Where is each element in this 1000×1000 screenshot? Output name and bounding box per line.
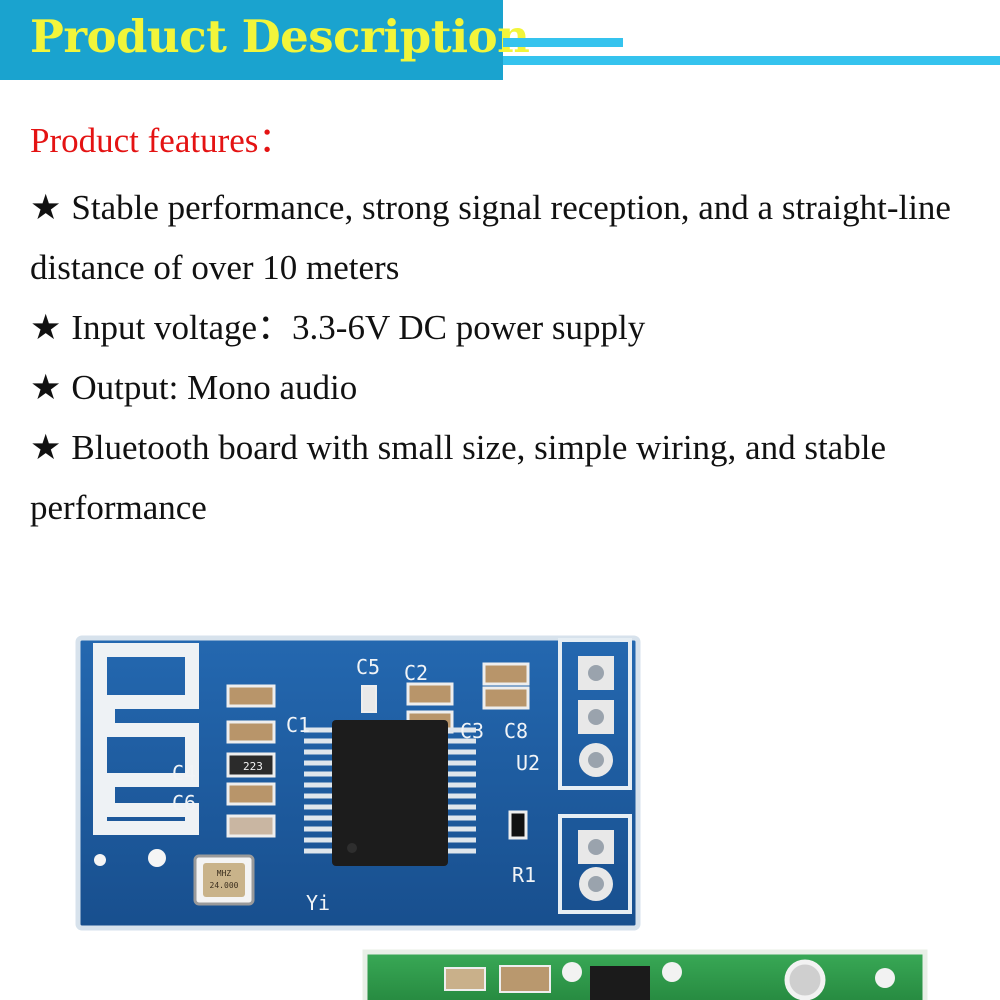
silkscreen-c2: C2 <box>404 661 428 685</box>
feature-text: Input voltage：3.3-6V DC power supply <box>71 308 646 347</box>
product-photo: MHZ 24.000 223 <box>75 635 928 1000</box>
pin-header-bottom <box>558 814 632 914</box>
banner-title: Product Description <box>30 10 530 63</box>
feature-text: Bluetooth board with small size, simple … <box>30 428 886 527</box>
main-ic-chip <box>304 720 476 866</box>
silkscreen-c8: C8 <box>504 719 528 743</box>
feature-text: Stable performance, strong signal recept… <box>30 188 951 287</box>
star-icon: ★ <box>30 308 62 347</box>
antenna-trace <box>93 643 199 835</box>
feature-item: ★Stable performance, strong signal recep… <box>30 178 975 298</box>
resistor-code-label: 223 <box>243 760 263 773</box>
feature-text: Output: Mono audio <box>71 368 358 407</box>
pin-header-top <box>558 638 632 790</box>
star-icon: ★ <box>30 368 62 407</box>
silkscreen-u2: U2 <box>516 751 540 775</box>
blue-pcb-board: MHZ 24.000 223 <box>75 635 641 931</box>
silkscreen-c4: C4 <box>172 761 196 785</box>
feature-item: ★Bluetooth board with small size, simple… <box>30 418 975 538</box>
feature-item: ★Input voltage：3.3-6V DC power supply <box>30 298 975 358</box>
crystal-unit-label: MHZ <box>217 869 232 878</box>
silkscreen-c6: C6 <box>172 791 196 815</box>
silkscreen-c5: C5 <box>356 655 380 679</box>
star-icon: ★ <box>30 428 62 467</box>
green-pcb-board <box>362 949 928 1000</box>
decorative-line-short <box>503 38 623 47</box>
star-icon: ★ <box>30 188 62 227</box>
capacitor-column: 223 <box>226 684 276 838</box>
silkscreen-c3: C3 <box>460 719 484 743</box>
silkscreen-r1: R1 <box>512 863 536 887</box>
silkscreen-yi: Yi <box>306 891 330 915</box>
header-banner: Product Description <box>0 0 530 80</box>
features-section: Product features： ★Stable performance, s… <box>30 118 975 538</box>
feature-item: ★Output: Mono audio <box>30 358 975 418</box>
decorative-line-long <box>503 56 1000 65</box>
features-heading: Product features： <box>30 121 294 160</box>
crystal-frequency-label: 24.000 <box>210 881 239 890</box>
silkscreen-c1: C1 <box>286 713 310 737</box>
